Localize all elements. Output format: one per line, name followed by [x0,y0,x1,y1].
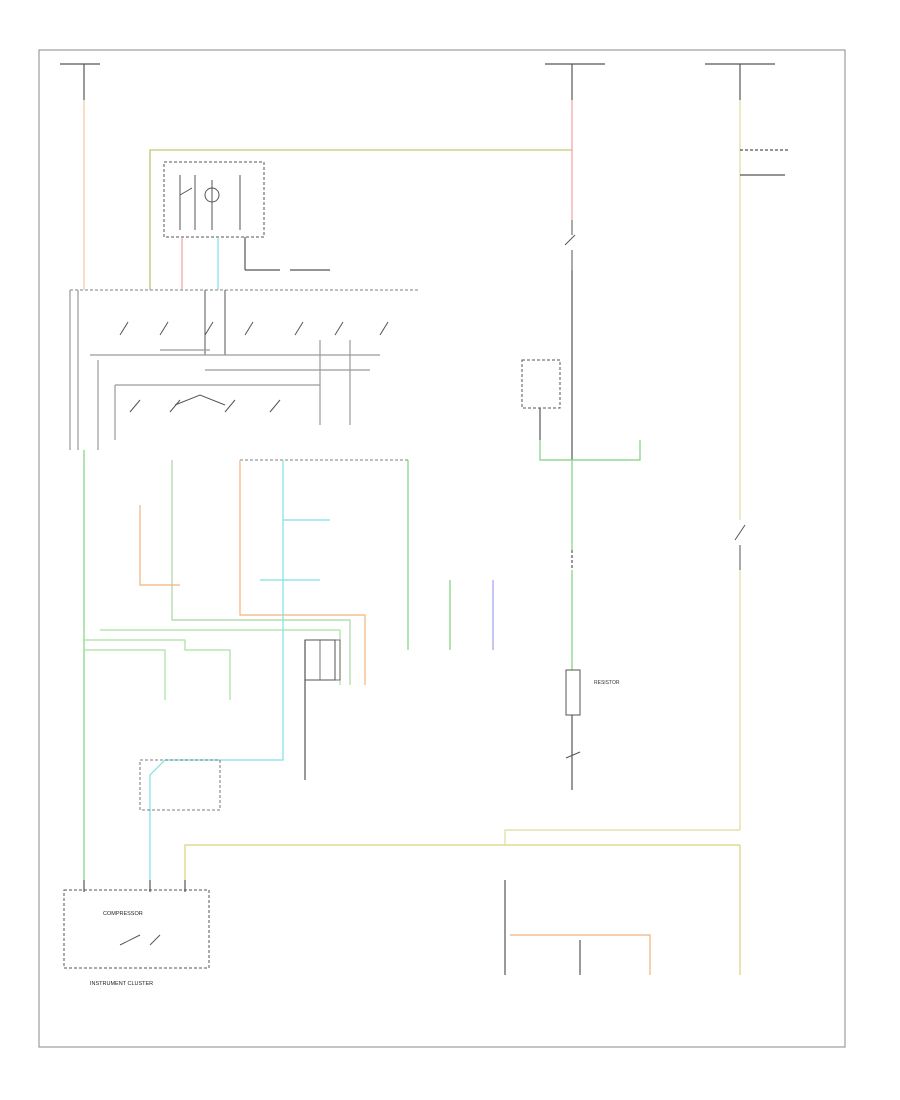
resistor [565,669,581,716]
resistor-label: RESISTOR [594,680,620,686]
compressor-label: COMPRESSOR [103,911,143,917]
wire-orange-2 [239,460,366,685]
wire-bottom-orange [510,934,651,975]
fuse-mid [545,63,605,100]
switch-contacts-row-2 [129,394,281,413]
instrument-cluster-box [63,889,210,969]
wire-green-2 [171,460,351,685]
wire-cyan-1 [149,460,284,880]
wire-green-center-a [539,440,641,461]
fuse-right [705,63,775,100]
wire-green-3 [84,639,231,700]
wire-top-yellow [149,149,572,290]
diagram-frame [38,49,846,1048]
relay-box [163,161,265,238]
stoplamp-switch-contact [564,220,576,270]
right-switch-contact [734,524,746,570]
instrument-cluster-label: INSTRUMENT CLUSTER [90,981,153,987]
relay-contacts [179,175,241,230]
wire-orange-1 [139,505,180,586]
switch-contacts-row-1 [119,290,389,355]
fuse-left [60,63,100,100]
stop-module [521,359,561,409]
